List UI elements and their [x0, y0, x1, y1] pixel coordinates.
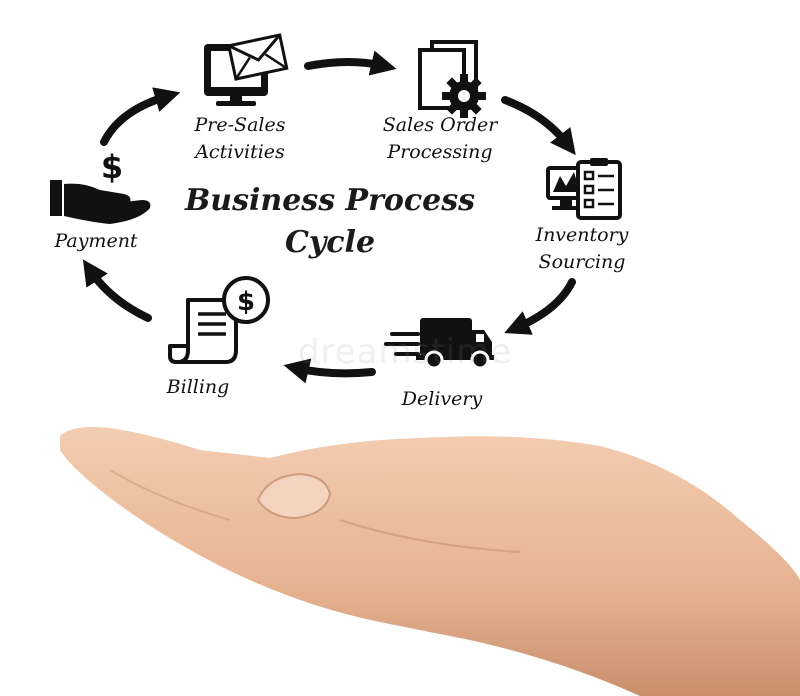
step-label-pre-sales: Pre-Sales Activities	[194, 114, 286, 163]
delivery-truck-icon	[384, 318, 494, 370]
arrow-salesorder-to-inventory	[501, 96, 576, 156]
diagram-title: Business Process Cycle	[175, 180, 485, 264]
svg-text:$: $	[101, 148, 123, 186]
step-label-payment: Payment	[54, 230, 138, 252]
step-label-sales-order: Sales Order Processing	[382, 114, 498, 163]
monitor-checklist-icon	[546, 158, 622, 220]
hand-dollar-icon: $	[50, 148, 151, 224]
arrow-billing-to-payment	[82, 259, 152, 322]
step-label-billing: Billing	[166, 376, 230, 398]
watermark-text: dreamstime	[297, 332, 513, 372]
documents-gear-icon	[418, 40, 486, 118]
svg-text:$: $	[237, 287, 255, 317]
arrow-payment-to-presales	[100, 87, 181, 146]
step-label-inventory: Inventory Sourcing	[535, 224, 629, 273]
invoice-dollar-icon: $	[168, 276, 270, 364]
title-line-1: Business Process	[184, 183, 476, 218]
cycle-arrows	[82, 50, 576, 384]
arrow-inventory-to-delivery	[504, 278, 576, 335]
step-label-delivery: Delivery	[401, 388, 483, 410]
monitor-envelope-icon	[204, 33, 289, 106]
arrow-delivery-to-billing	[283, 358, 376, 384]
arrow-presales-to-salesorder	[304, 50, 397, 76]
title-line-2: Cycle	[284, 225, 376, 260]
open-hand-image	[60, 427, 800, 696]
